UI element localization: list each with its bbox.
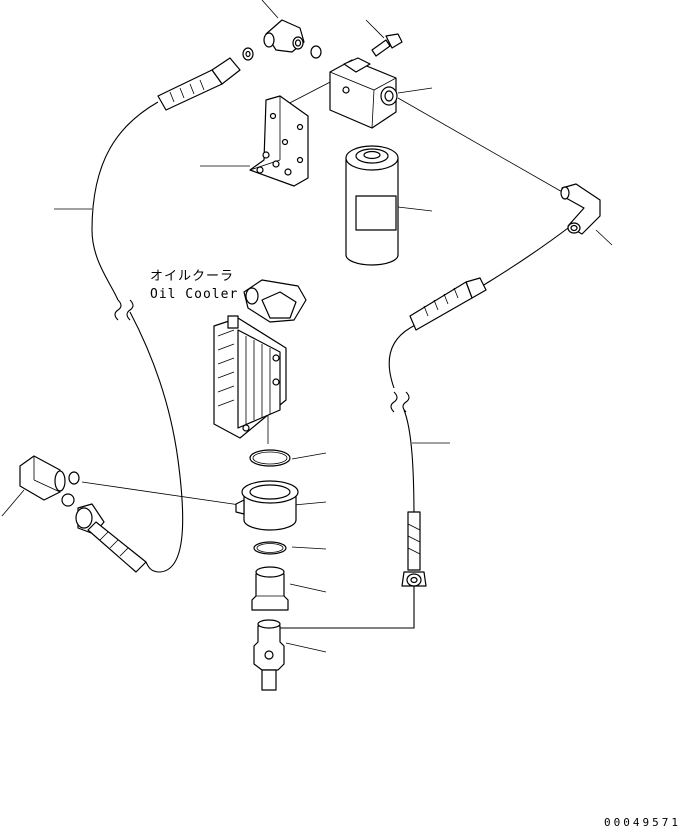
hose-end-right bbox=[409, 277, 487, 331]
tee-connector bbox=[253, 619, 285, 691]
oil-cooler-label-en: Oil Cooler bbox=[150, 287, 238, 302]
oil-cooler-label-jp: オイルクーラ bbox=[150, 269, 234, 284]
hose-left bbox=[91, 101, 184, 573]
hose-right bbox=[280, 224, 573, 629]
hose-end-lower-right bbox=[401, 511, 427, 587]
bolt bbox=[371, 33, 403, 57]
oil-filter-cartridge bbox=[345, 145, 399, 266]
filter-head bbox=[329, 57, 398, 129]
elbow-fitting-top bbox=[242, 19, 322, 61]
nipple-fitting bbox=[251, 566, 289, 611]
oil-cooler: オイルクーラ Oil Cooler bbox=[150, 269, 307, 439]
swivel-fitting-left bbox=[19, 455, 80, 507]
o-ring-small bbox=[253, 541, 287, 555]
drawing-number: 00049571 bbox=[604, 816, 681, 829]
leader-lines bbox=[1, 0, 613, 653]
hose-end-lower-left bbox=[75, 503, 147, 573]
hose-end-upper-left bbox=[157, 57, 241, 111]
mounting-bracket bbox=[249, 95, 309, 187]
o-ring-large bbox=[249, 449, 291, 467]
cooler-adapter bbox=[235, 480, 299, 531]
elbow-fitting-right bbox=[560, 183, 601, 235]
